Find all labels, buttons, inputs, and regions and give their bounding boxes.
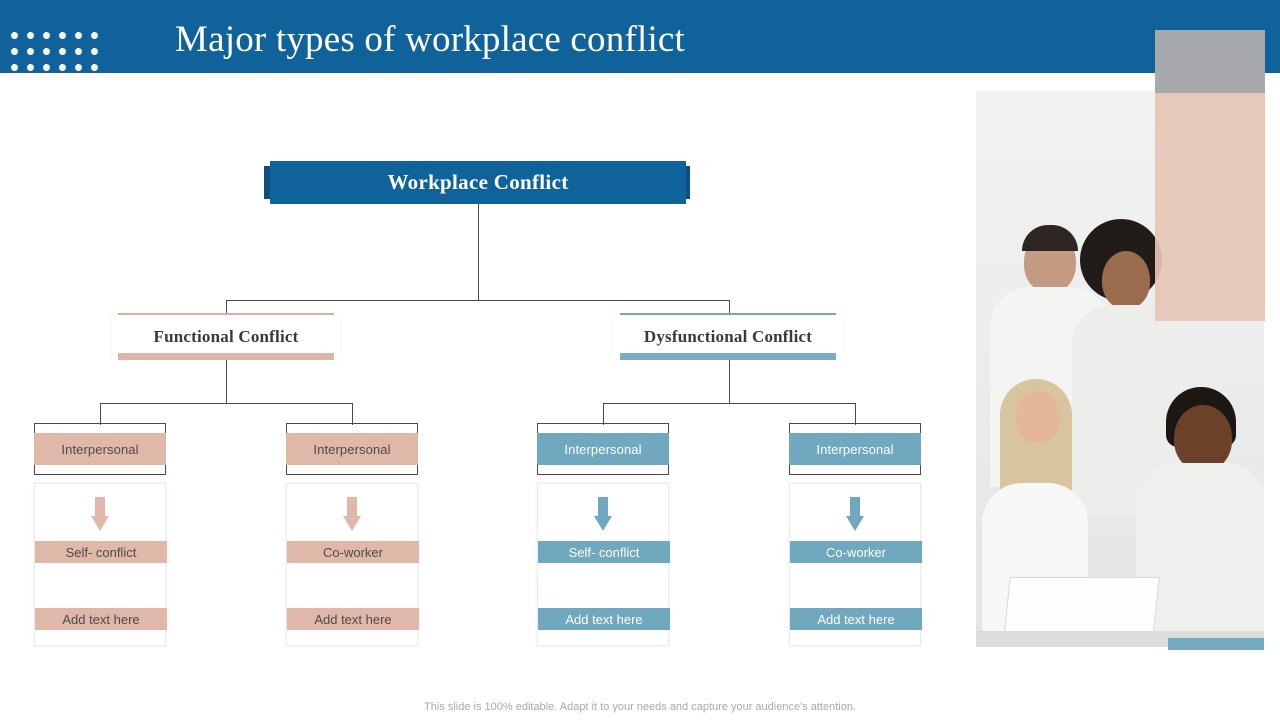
connector-leaf-2-down (352, 403, 353, 425)
node-label: Functional Conflict (153, 327, 299, 346)
leaf-bar-primary[interactable]: Co-worker (790, 541, 922, 563)
connector-leaf-4-down (855, 403, 856, 425)
photo-person-3-head (1016, 391, 1060, 443)
leaf-bracket-top (789, 423, 921, 433)
node-workplace-conflict[interactable]: Workplace Conflict (270, 161, 686, 204)
connector-branch-2-down (729, 300, 730, 313)
leaf-chip-label: Interpersonal (313, 441, 391, 457)
dot (90, 47, 98, 55)
node-functional-conflict[interactable]: Functional Conflict (112, 315, 340, 359)
leaf-chip[interactable]: Interpersonal (789, 433, 921, 465)
dot (74, 31, 82, 39)
dot (42, 31, 50, 39)
leaf-bar-secondary[interactable]: Add text here (790, 608, 922, 630)
leaf-bracket-bottom (789, 465, 921, 475)
dot (10, 63, 18, 71)
connector-root-down (478, 204, 479, 300)
node-label: Workplace Conflict (387, 170, 569, 194)
down-arrow-icon (594, 497, 612, 531)
dot (10, 31, 18, 39)
connector-branch-1-stem (226, 360, 227, 403)
leaf-bar-primary-label: Co-worker (323, 544, 383, 560)
branch-1-bar-bottom (118, 353, 334, 360)
down-arrow-icon (91, 497, 109, 531)
connector-level2-span (226, 300, 730, 301)
decor-block-blush (1155, 93, 1265, 321)
leaf-chip[interactable]: Interpersonal (537, 433, 669, 465)
photo-person-2-head (1102, 251, 1150, 309)
dot (90, 31, 98, 39)
page-title: Major types of workplace conflict (175, 19, 686, 60)
leaf-bar-primary-label: Self- conflict (65, 544, 137, 560)
connector-leaf-1-down (100, 403, 101, 425)
leaf-bracket-top (286, 423, 418, 433)
dot (10, 47, 18, 55)
footer-note: This slide is 100% editable. Adapt it to… (424, 701, 856, 713)
dot (74, 63, 82, 71)
dot (58, 47, 66, 55)
node-label: Dysfunctional Conflict (643, 327, 813, 346)
dot (42, 47, 50, 55)
dot (26, 63, 34, 71)
leaf-bracket-bottom (537, 465, 669, 475)
leaf-bar-primary-label: Co-worker (826, 544, 886, 560)
connector-branch-1-down (226, 300, 227, 313)
root-tab-right (682, 166, 690, 199)
dot (42, 63, 50, 71)
decor-block-gray (1155, 30, 1265, 93)
photo-person-4-body (1136, 463, 1264, 647)
branch-2-bar-bottom (620, 353, 836, 360)
decor-block-teal (1168, 638, 1264, 650)
leaf-chip-label: Interpersonal (564, 441, 642, 457)
leaf-bracket-top (34, 423, 166, 433)
photo-person-4-head (1174, 405, 1232, 471)
connector-branch-2-span (603, 403, 855, 404)
leaf-bar-secondary[interactable]: Add text here (35, 608, 167, 630)
leaf-bar-secondary[interactable]: Add text here (538, 608, 670, 630)
leaf-bracket-bottom (286, 465, 418, 475)
leaf-bracket-top (537, 423, 669, 433)
dot-pattern-decoration (6, 27, 102, 73)
dot (26, 47, 34, 55)
dot (26, 31, 34, 39)
connector-branch-1-span (100, 403, 352, 404)
dot (58, 63, 66, 71)
leaf-bracket-bottom (34, 465, 166, 475)
leaf-bar-secondary-label: Add text here (314, 611, 392, 627)
dot (90, 63, 98, 71)
dot (58, 31, 66, 39)
leaf-bar-secondary[interactable]: Add text here (287, 608, 419, 630)
connector-branch-2-stem (729, 360, 730, 403)
leaf-chip-label: Interpersonal (816, 441, 894, 457)
connector-leaf-3-down (603, 403, 604, 425)
dot (74, 47, 82, 55)
leaf-bar-primary[interactable]: Self- conflict (35, 541, 167, 563)
root-tab-left (264, 166, 272, 199)
header-bar (0, 0, 1280, 73)
leaf-bar-primary[interactable]: Co-worker (287, 541, 419, 563)
leaf-bar-secondary-label: Add text here (62, 611, 140, 627)
leaf-bar-secondary-label: Add text here (565, 611, 643, 627)
down-arrow-icon (343, 497, 361, 531)
node-dysfunctional-conflict[interactable]: Dysfunctional Conflict (614, 315, 842, 359)
down-arrow-icon (846, 497, 864, 531)
leaf-bar-secondary-label: Add text here (817, 611, 895, 627)
leaf-bar-primary-label: Self- conflict (568, 544, 640, 560)
leaf-bar-primary[interactable]: Self- conflict (538, 541, 670, 563)
leaf-chip-label: Interpersonal (61, 441, 139, 457)
leaf-chip[interactable]: Interpersonal (286, 433, 418, 465)
leaf-chip[interactable]: Interpersonal (34, 433, 166, 465)
